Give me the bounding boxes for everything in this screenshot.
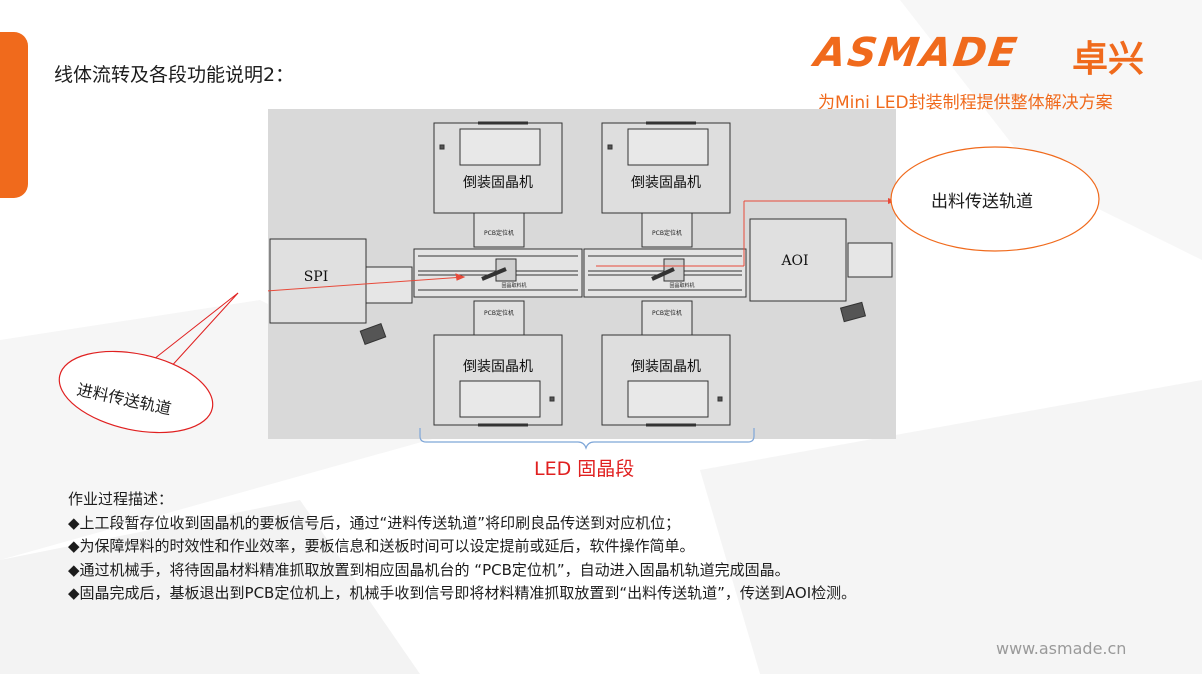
die-bonder-bottom-left	[433, 300, 563, 427]
process-description: 作业过程描述： ◆上工段暂存位收到固晶机的要板信号后，通过“进料传送轨道”将印刷…	[68, 488, 1168, 606]
robot-label-right: 固晶取料机	[669, 282, 694, 289]
description-item: ◆上工段暂存位收到固晶机的要板信号后，通过“进料传送轨道”将印刷良品传送到对应机…	[68, 513, 681, 532]
description-item: ◆为保障焊料的时效性和作业效率，要板信息和送板时间可以设定提前或延后，软件操作简…	[68, 537, 695, 555]
die-bonder-bottom-right	[601, 300, 731, 427]
tagline: 为Mini LED封装制程提供整体解决方案	[818, 93, 1113, 113]
footer-url: www.asmade.cn	[996, 639, 1127, 658]
die-bonder-top-right	[601, 121, 731, 248]
description-item: ◆通过机械手，将待固晶材料精准抓取放置到相应固晶机台的 “PCB定位机”，自动进…	[68, 560, 790, 579]
die-bonder-label-tr: 倒装固晶机	[631, 175, 701, 191]
robot-arm-left	[481, 258, 517, 282]
line-layout-diagram: 倒装固晶机 倒装固晶机 倒装固晶机 倒装固晶机 SPI	[268, 109, 896, 439]
pcb-locator-label-tr: PCB定位机	[652, 229, 682, 237]
outfeed-callout-text: 出料传送轨道	[931, 192, 1033, 212]
robot-arm-right	[651, 258, 685, 282]
side-accent-tab	[0, 32, 28, 198]
outfeed-callout-bubble	[890, 146, 1100, 252]
description-item: ◆固晶完成后，基板退出到PCB定位机上，机械手收到信号即将材料精准抓取放置到“出…	[68, 584, 857, 602]
die-bonder-top-left	[433, 121, 563, 248]
robot-label-left: 固晶取料机	[501, 282, 526, 289]
led-segment-label: LED 固晶段	[534, 458, 635, 480]
aoi-machine	[749, 218, 893, 323]
infeed-callout-bubble	[58, 350, 214, 434]
pcb-locator-label-bl: PCB定位机	[484, 309, 514, 317]
spi-label: SPI	[304, 269, 329, 285]
aoi-label: AOI	[780, 253, 808, 269]
die-bonder-label-tl: 倒装固晶机	[463, 175, 533, 191]
page-title: 线体流转及各段功能说明2：	[54, 64, 295, 86]
description-heading: 作业过程描述：	[68, 490, 174, 508]
pcb-locator-label-tl: PCB定位机	[484, 229, 514, 237]
pcb-locator-label-br: PCB定位机	[652, 309, 682, 317]
die-bonder-label-bl: 倒装固晶机	[463, 359, 533, 375]
spi-machine	[269, 238, 413, 345]
led-segment-bracket	[419, 428, 755, 450]
logo-chinese: 卓兴	[1072, 39, 1145, 80]
flow-arrows	[268, 200, 890, 292]
die-bonder-label-br: 倒装固晶机	[631, 359, 701, 375]
